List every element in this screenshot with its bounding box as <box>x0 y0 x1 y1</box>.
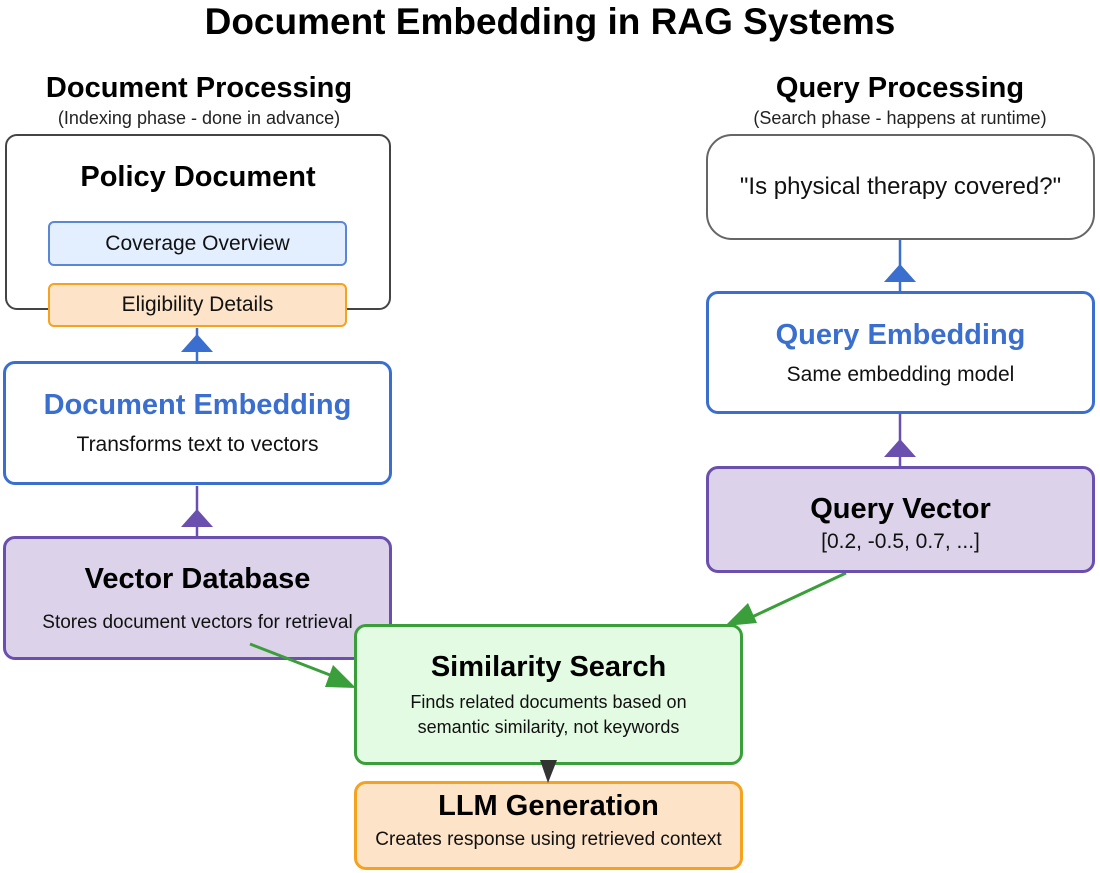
query-embedding-title: Query Embedding <box>775 319 1026 351</box>
arrowhead-query-embedding-to-query <box>884 264 916 282</box>
vector-database-title: Vector Database <box>84 563 311 595</box>
chunk-eligibility-details: Eligibility Details <box>48 283 347 327</box>
llm-generation-box: LLM Generation Creates response using re… <box>354 781 743 870</box>
arrowhead-vector-db-to-doc-embedding <box>181 509 213 527</box>
policy-document-title: Policy Document <box>80 161 316 193</box>
similarity-search-title: Similarity Search <box>430 651 667 683</box>
left-section-subtitle: (Indexing phase - done in advance) <box>57 108 341 128</box>
connector-vector-db-to-similarity <box>249 642 331 677</box>
similarity-search-box: Similarity Search Finds related document… <box>354 624 743 765</box>
chunk-coverage-overview-label: Coverage Overview <box>105 232 290 255</box>
diagram-title: Document Embedding in RAG Systems <box>204 1 896 42</box>
document-embedding-title: Document Embedding <box>43 389 352 421</box>
vector-database-box: Vector Database Stores document vectors … <box>3 536 392 660</box>
chunk-coverage-overview: Coverage Overview <box>48 221 347 266</box>
arrowhead-query-vector-to-query-embedding <box>884 439 916 457</box>
chunk-eligibility-details-label: Eligibility Details <box>121 293 274 316</box>
document-embedding-subtitle: Transforms text to vectors <box>76 433 319 456</box>
query-vector-title: Query Vector <box>810 493 991 525</box>
right-section-subtitle: (Search phase - happens at runtime) <box>753 108 1047 128</box>
arrowhead-query-vector-to-similarity <box>725 603 757 626</box>
connector-query-vector-to-similarity <box>751 571 847 619</box>
llm-generation-subtitle: Creates response using retrieved context <box>375 829 722 850</box>
query-box: "Is physical therapy covered?" <box>706 134 1095 240</box>
document-embedding-box: Document Embedding Transforms text to ve… <box>3 361 392 485</box>
right-section-title: Query Processing <box>775 72 1025 104</box>
arrowhead-doc-embedding-to-policy <box>181 334 213 352</box>
query-text: "Is physical therapy covered?" <box>739 173 1062 200</box>
vector-database-subtitle: Stores document vectors for retrieval <box>42 612 353 633</box>
arrowhead-vector-db-to-similarity <box>325 665 356 688</box>
similarity-search-subtitle-line1: Finds related documents based on <box>410 692 687 712</box>
query-embedding-box: Query Embedding Same embedding model <box>706 291 1095 414</box>
llm-generation-title: LLM Generation <box>438 790 659 822</box>
arrowhead-similarity-to-llm <box>540 760 557 783</box>
similarity-search-subtitle-line2: semantic similarity, not keywords <box>417 717 680 737</box>
query-vector-box: Query Vector [0.2, -0.5, 0.7, ...] <box>706 466 1095 573</box>
query-embedding-subtitle: Same embedding model <box>786 363 1015 386</box>
left-section-title: Document Processing <box>45 72 353 104</box>
query-vector-subtitle: [0.2, -0.5, 0.7, ...] <box>821 530 980 553</box>
